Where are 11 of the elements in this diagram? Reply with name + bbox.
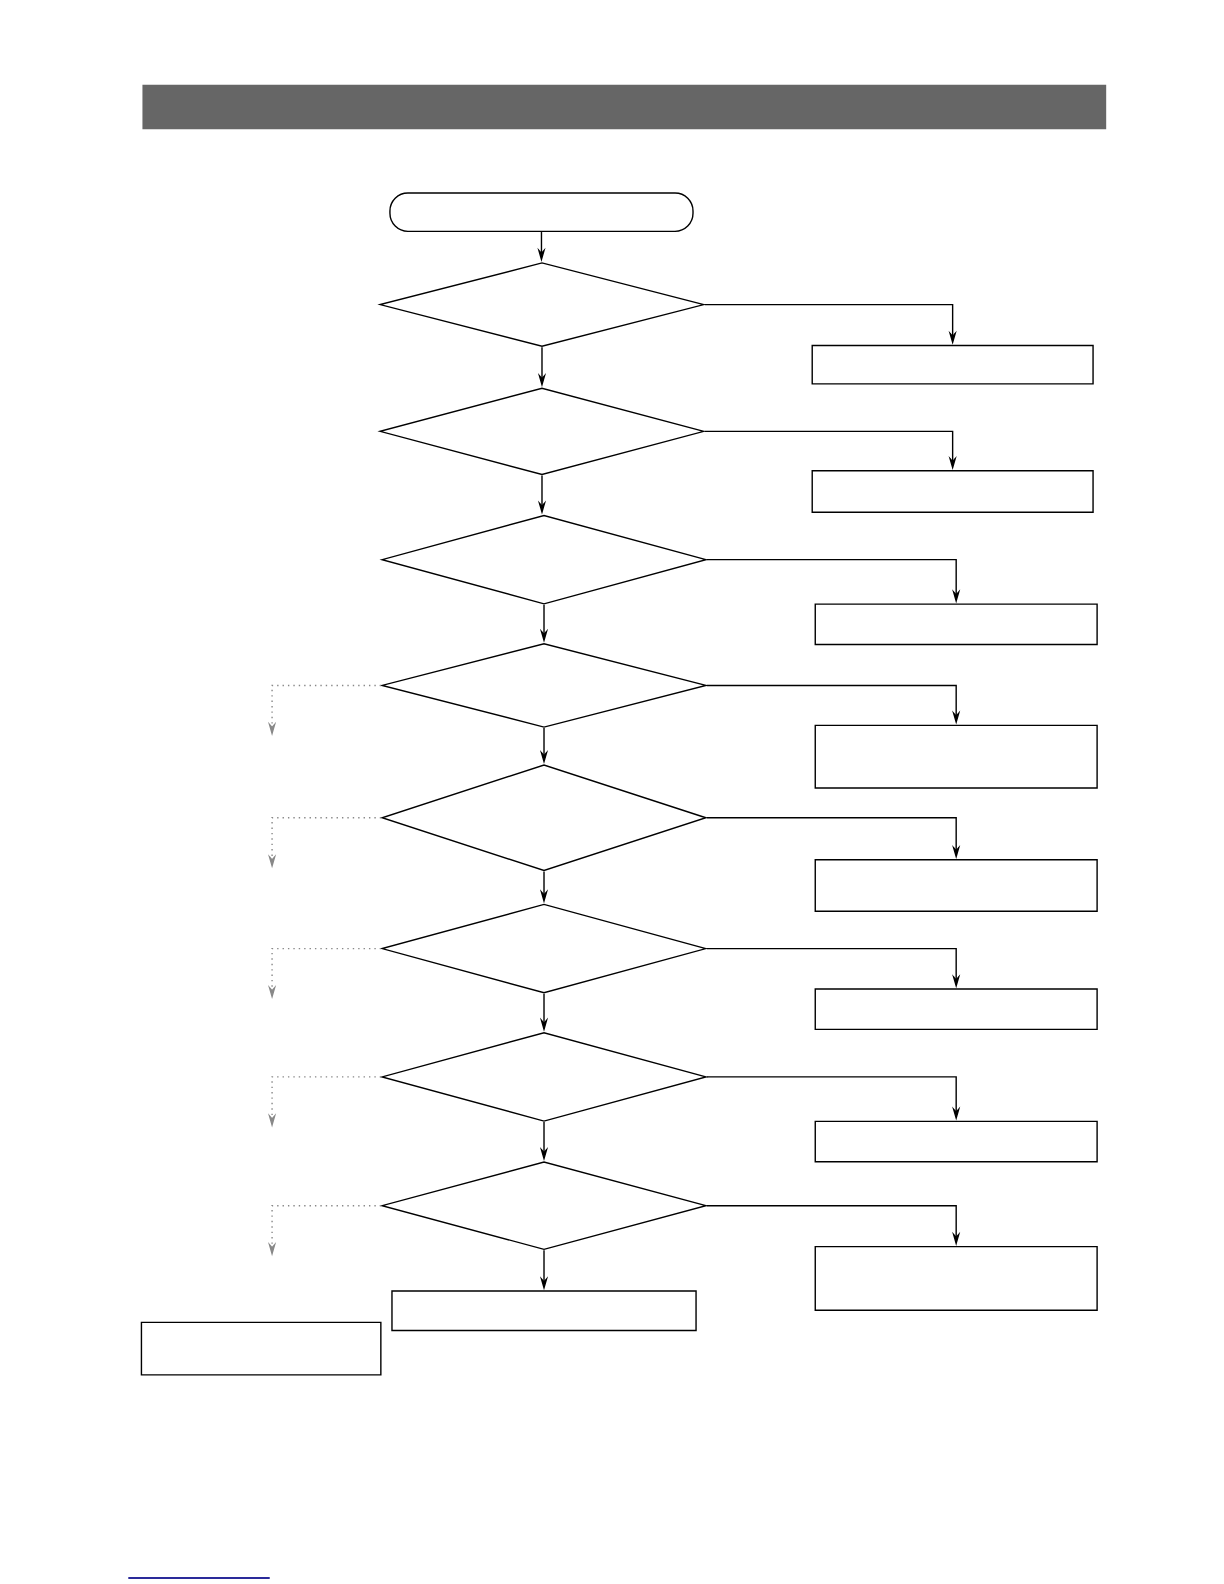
process-box [814, 988, 1098, 1031]
process-box [391, 1290, 697, 1332]
process-box [814, 859, 1098, 912]
process-box [811, 470, 1094, 513]
process-box [811, 344, 1094, 385]
rounded-terminal [389, 192, 694, 233]
process-box [140, 1321, 382, 1376]
process-box [814, 724, 1098, 789]
process-box [814, 1120, 1098, 1163]
process-box [814, 1245, 1098, 1311]
process-box [814, 603, 1098, 646]
